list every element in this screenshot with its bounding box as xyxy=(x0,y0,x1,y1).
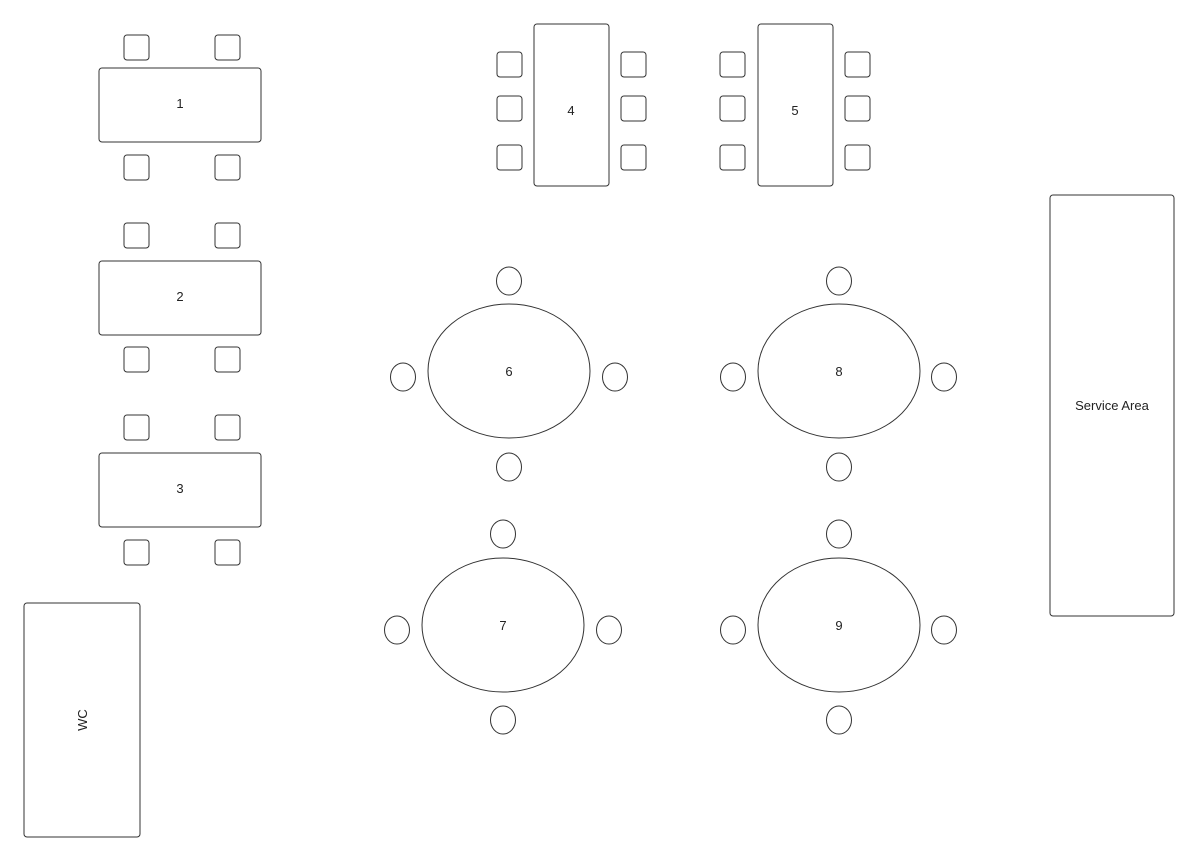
chair[interactable] xyxy=(384,615,410,645)
table-5-label: 5 xyxy=(791,103,798,118)
chair[interactable] xyxy=(214,346,241,373)
service-area-label: Service Area xyxy=(1075,398,1149,413)
table-5[interactable] xyxy=(757,23,834,187)
chair[interactable] xyxy=(214,414,241,441)
chair[interactable] xyxy=(719,51,746,78)
table-group-5: 5 xyxy=(719,23,871,187)
chair[interactable] xyxy=(123,346,150,373)
table-2-label: 2 xyxy=(176,289,183,304)
chair[interactable] xyxy=(214,34,241,61)
wc-box[interactable] xyxy=(23,602,141,838)
table-6[interactable] xyxy=(427,303,591,439)
chair[interactable] xyxy=(620,95,647,122)
table-3[interactable] xyxy=(98,452,262,528)
chair[interactable] xyxy=(620,51,647,78)
table-group-1: 1 xyxy=(98,34,262,181)
chair[interactable] xyxy=(720,362,746,392)
table-7[interactable] xyxy=(421,557,585,693)
chair[interactable] xyxy=(844,144,871,171)
table-2[interactable] xyxy=(98,260,262,336)
chair[interactable] xyxy=(496,452,522,482)
table-group-9: 9 xyxy=(720,519,957,735)
chair[interactable] xyxy=(602,362,628,392)
table-7-label: 7 xyxy=(499,618,506,633)
table-9[interactable] xyxy=(757,557,921,693)
table-4[interactable] xyxy=(533,23,610,187)
table-3-label: 3 xyxy=(176,481,183,496)
chair[interactable] xyxy=(826,266,852,296)
table-group-4: 4 xyxy=(496,23,647,187)
table-group-7: 7 xyxy=(384,519,622,735)
chair[interactable] xyxy=(214,222,241,249)
chair[interactable] xyxy=(844,95,871,122)
chair[interactable] xyxy=(826,705,852,735)
table-4-label: 4 xyxy=(567,103,574,118)
table-6-label: 6 xyxy=(505,364,512,379)
chair[interactable] xyxy=(214,539,241,566)
chair[interactable] xyxy=(719,144,746,171)
chair[interactable] xyxy=(720,615,746,645)
chair[interactable] xyxy=(826,452,852,482)
table-1-label: 1 xyxy=(176,96,183,111)
table-group-6: 6 xyxy=(390,266,628,482)
chair[interactable] xyxy=(490,705,516,735)
chair[interactable] xyxy=(390,362,416,392)
table-group-8: 8 xyxy=(720,266,957,482)
table-group-3: 3 xyxy=(98,414,262,566)
chair[interactable] xyxy=(123,34,150,61)
wc-label: WC xyxy=(75,709,90,731)
chair[interactable] xyxy=(123,539,150,566)
chair[interactable] xyxy=(931,362,957,392)
service-area: Service Area xyxy=(1049,194,1175,617)
chair[interactable] xyxy=(490,519,516,549)
wc-area: WC xyxy=(23,602,141,838)
chair[interactable] xyxy=(123,222,150,249)
chair[interactable] xyxy=(844,51,871,78)
table-1[interactable] xyxy=(98,67,262,143)
chair[interactable] xyxy=(719,95,746,122)
table-group-2: 2 xyxy=(98,222,262,373)
chair[interactable] xyxy=(214,154,241,181)
service-area-box[interactable] xyxy=(1049,194,1175,617)
chair[interactable] xyxy=(496,95,523,122)
chair[interactable] xyxy=(620,144,647,171)
chair[interactable] xyxy=(826,519,852,549)
chair[interactable] xyxy=(123,414,150,441)
chair[interactable] xyxy=(596,615,622,645)
chair[interactable] xyxy=(496,51,523,78)
chair[interactable] xyxy=(123,154,150,181)
chair[interactable] xyxy=(931,615,957,645)
table-8-label: 8 xyxy=(835,364,842,379)
chair[interactable] xyxy=(496,266,522,296)
table-9-label: 9 xyxy=(835,618,842,633)
chair[interactable] xyxy=(496,144,523,171)
table-8[interactable] xyxy=(757,303,921,439)
